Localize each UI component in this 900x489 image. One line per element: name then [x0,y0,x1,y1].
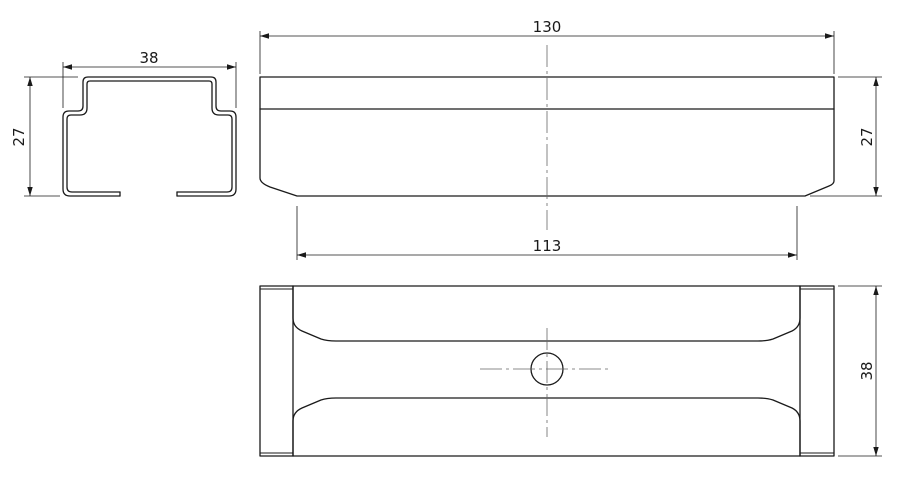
top-view-upper-recess [292,285,801,342]
top-view-lower-recess [292,397,801,457]
profile-width-label: 38 [139,49,158,67]
side-length-label: 130 [533,18,562,36]
side-bottom-length-label: 113 [533,237,562,255]
top-view-outline [259,285,835,457]
top-view: 38 [259,285,882,457]
profile-inner-contour [66,80,233,193]
side-body-outline [259,76,835,197]
side-view: 130 113 27 [259,18,882,260]
profile-view: 38 27 [10,49,237,197]
side-height-label: 27 [858,127,876,146]
profile-outer-contour [62,76,237,197]
profile-height-label: 27 [10,127,28,146]
top-width-label: 38 [858,361,876,380]
